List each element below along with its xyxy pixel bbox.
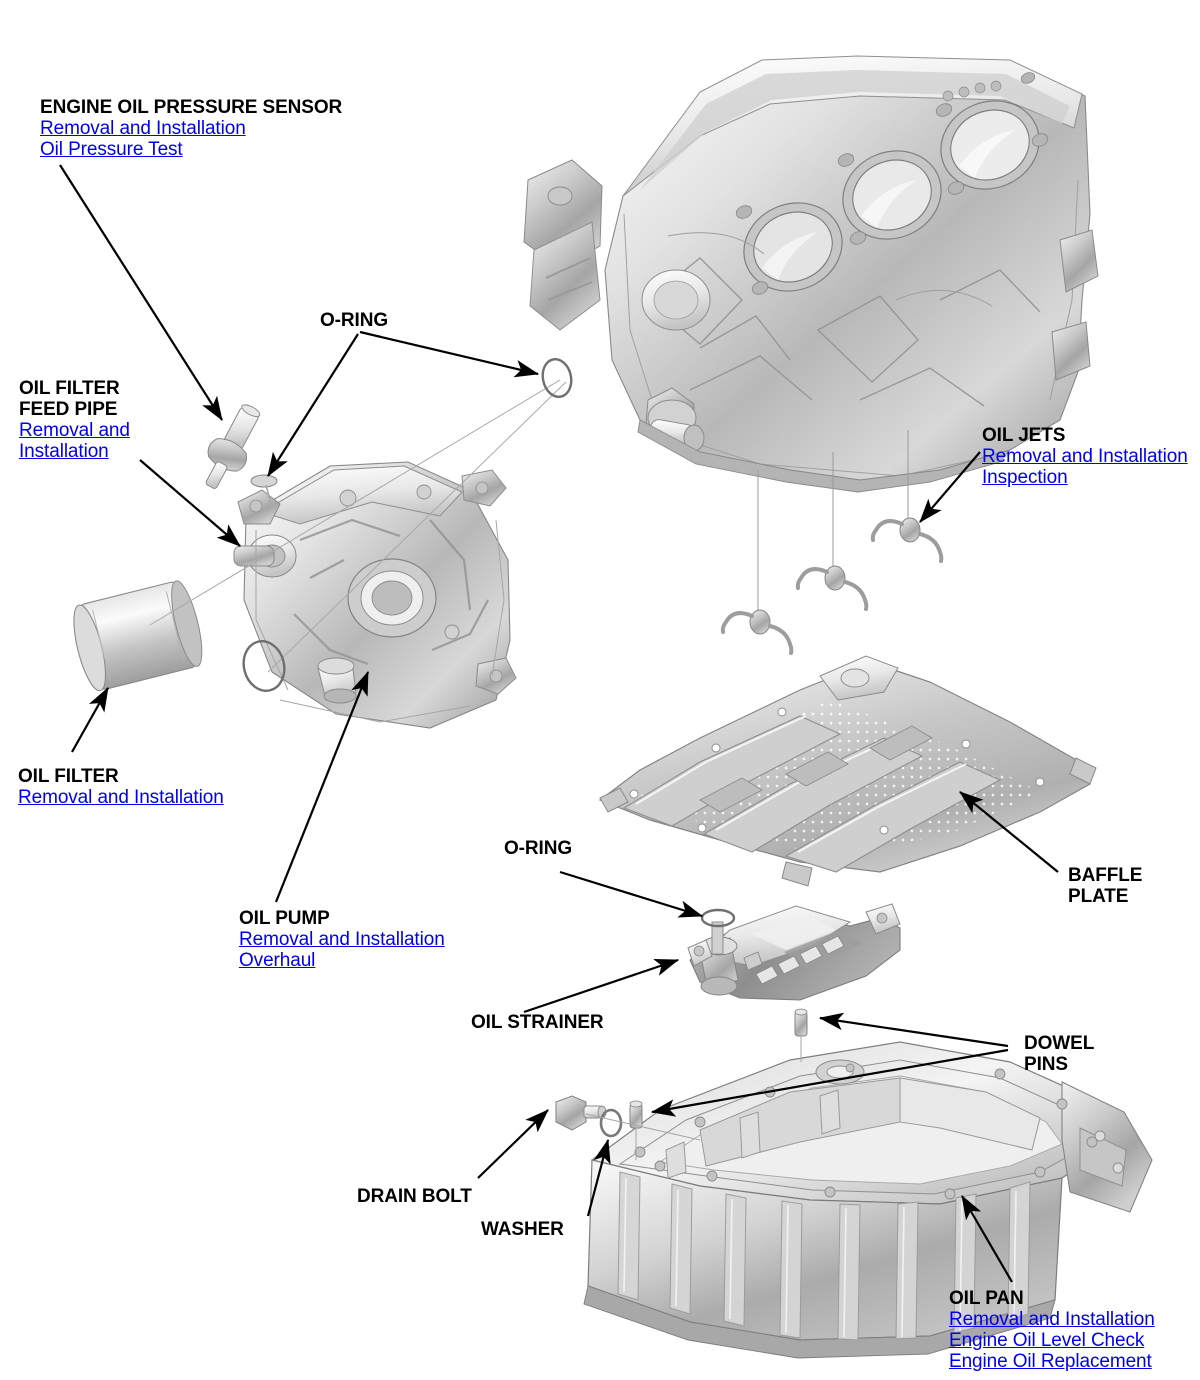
oil-pan-part — [583, 1041, 1153, 1359]
link-removal-and-installation[interactable]: Removal and Installation — [982, 446, 1188, 467]
link-inspection[interactable]: Inspection — [982, 467, 1068, 488]
callout-title: O-RING — [320, 310, 389, 331]
callout-title: OIL JETS — [982, 425, 1066, 446]
oil-pump-housing — [233, 461, 517, 729]
callout-oil-pump: OIL PUMP Removal and Installation Overha… — [239, 908, 445, 971]
callout-oil-filter: OIL FILTER Removal and Installation — [18, 766, 224, 808]
callout-title: OIL FILTER — [18, 766, 119, 787]
dowel-pin-2 — [629, 1100, 643, 1160]
link-removal-and[interactable]: Removal and — [19, 420, 130, 441]
callout-dowel-pins: DOWEL PINS — [1024, 1033, 1094, 1075]
callout-washer: WASHER — [481, 1219, 564, 1240]
pressure-sensor-part — [250, 474, 278, 509]
callout-title: OIL PUMP — [239, 908, 330, 929]
oil-filter-feed-pipe-part — [205, 404, 278, 509]
dowel-pin-1 — [794, 1008, 808, 1062]
callout-title: DRAIN BOLT — [357, 1186, 472, 1207]
link-engine-oil-level-check[interactable]: Engine Oil Level Check — [949, 1330, 1145, 1351]
o-ring-block — [541, 357, 573, 399]
leader-lines — [59, 164, 1059, 1283]
link-oil-pressure-test[interactable]: Oil Pressure Test — [40, 139, 183, 160]
callout-title: ENGINE OIL PRESSURE SENSOR — [40, 97, 343, 118]
drain-bolt-part — [555, 1095, 607, 1131]
oil-jet-3 — [870, 517, 944, 563]
oil-jets-group — [720, 430, 944, 655]
callout-title: OIL PAN — [949, 1288, 1024, 1309]
callout-title: OIL FILTER FEED PIPE — [19, 378, 120, 420]
callout-title: WASHER — [481, 1219, 564, 1240]
link-engine-oil-replacement[interactable]: Engine Oil Replacement — [949, 1351, 1152, 1372]
callout-title: DOWEL PINS — [1024, 1033, 1095, 1075]
callout-title: O-RING — [504, 838, 573, 859]
callout-o-ring-upper: O-RING — [320, 310, 388, 331]
callout-oil-pan: OIL PAN Removal and Installation Engine … — [949, 1288, 1155, 1372]
oil-strainer-part — [687, 903, 901, 1001]
link-installation[interactable]: Installation — [19, 441, 109, 462]
callout-title: BAFFLE PLATE — [1068, 865, 1143, 907]
callout-title: OIL STRAINER — [471, 1012, 604, 1033]
callout-oil-filter-feed-pipe: OIL FILTER FEED PIPE Removal and Install… — [19, 378, 130, 462]
assembly-centerline — [149, 379, 567, 673]
washer-part — [599, 1108, 623, 1138]
o-ring-pump — [242, 640, 286, 692]
callout-baffle-plate: BAFFLE PLATE — [1068, 865, 1142, 907]
link-removal-and-installation[interactable]: Removal and Installation — [239, 929, 445, 950]
callout-o-ring-lower: O-RING — [504, 838, 572, 859]
o-ring-strainer — [700, 908, 736, 928]
callout-oil-jets: OIL JETS Removal and Installation Inspec… — [982, 425, 1188, 488]
link-removal-and-installation[interactable]: Removal and Installation — [40, 118, 246, 139]
baffle-plate-part — [598, 655, 1097, 887]
link-overhaul[interactable]: Overhaul — [239, 950, 316, 971]
oil-jet-1 — [720, 609, 794, 655]
oil-filter-canister — [73, 580, 203, 692]
link-removal-and-installation[interactable]: Removal and Installation — [949, 1309, 1155, 1330]
callout-engine-oil-pressure-sensor: ENGINE OIL PRESSURE SENSOR Removal and I… — [40, 97, 342, 160]
engine-block — [523, 55, 1099, 493]
link-removal-and-installation[interactable]: Removal and Installation — [18, 787, 224, 808]
oil-jet-2 — [795, 565, 869, 611]
callout-oil-strainer: OIL STRAINER — [471, 1012, 604, 1033]
callout-drain-bolt: DRAIN BOLT — [357, 1186, 472, 1207]
